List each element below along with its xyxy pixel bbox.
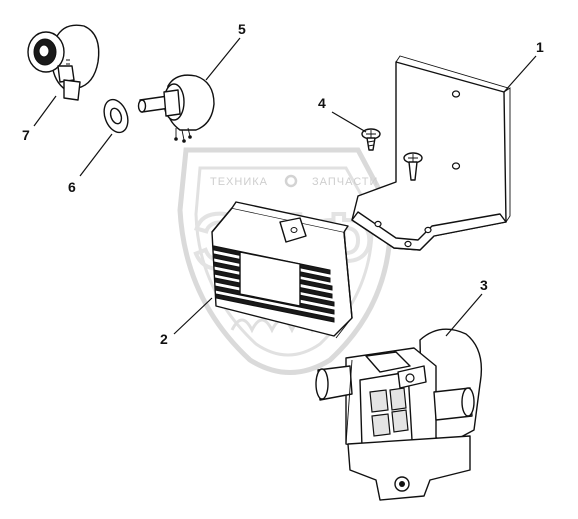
part-2-module: [211, 201, 353, 339]
watermark-right-word: ЗАПЧАСТИ: [312, 176, 378, 188]
leader-lines: [33, 37, 537, 337]
callout-2: 2: [160, 331, 168, 347]
leader-5: [205, 37, 241, 81]
leader-1: [503, 55, 537, 93]
leader-7: [33, 95, 57, 127]
watermark-left-word: ТЕХНИКА: [210, 176, 268, 188]
callout-4: 4: [318, 95, 326, 111]
leader-4: [331, 111, 367, 133]
part-5-potentiometer: [137, 74, 215, 143]
part-4-screw: [361, 128, 381, 151]
callout-6: 6: [68, 179, 76, 195]
part-7-sensor: [27, 24, 100, 101]
part-1-bracket: [351, 55, 511, 251]
callout-numbers: 1 2 3 4 5 6 7: [22, 21, 544, 347]
watermark-gear-icon: [284, 174, 298, 188]
part-6-washer: [103, 98, 129, 134]
leader-2: [173, 297, 213, 335]
callout-3: 3: [480, 277, 488, 293]
part-3-valve: [315, 328, 483, 501]
callout-1: 1: [536, 39, 544, 55]
leader-3: [445, 293, 483, 337]
callout-5: 5: [238, 21, 246, 37]
callout-7: 7: [22, 127, 30, 143]
leader-6: [79, 133, 113, 177]
